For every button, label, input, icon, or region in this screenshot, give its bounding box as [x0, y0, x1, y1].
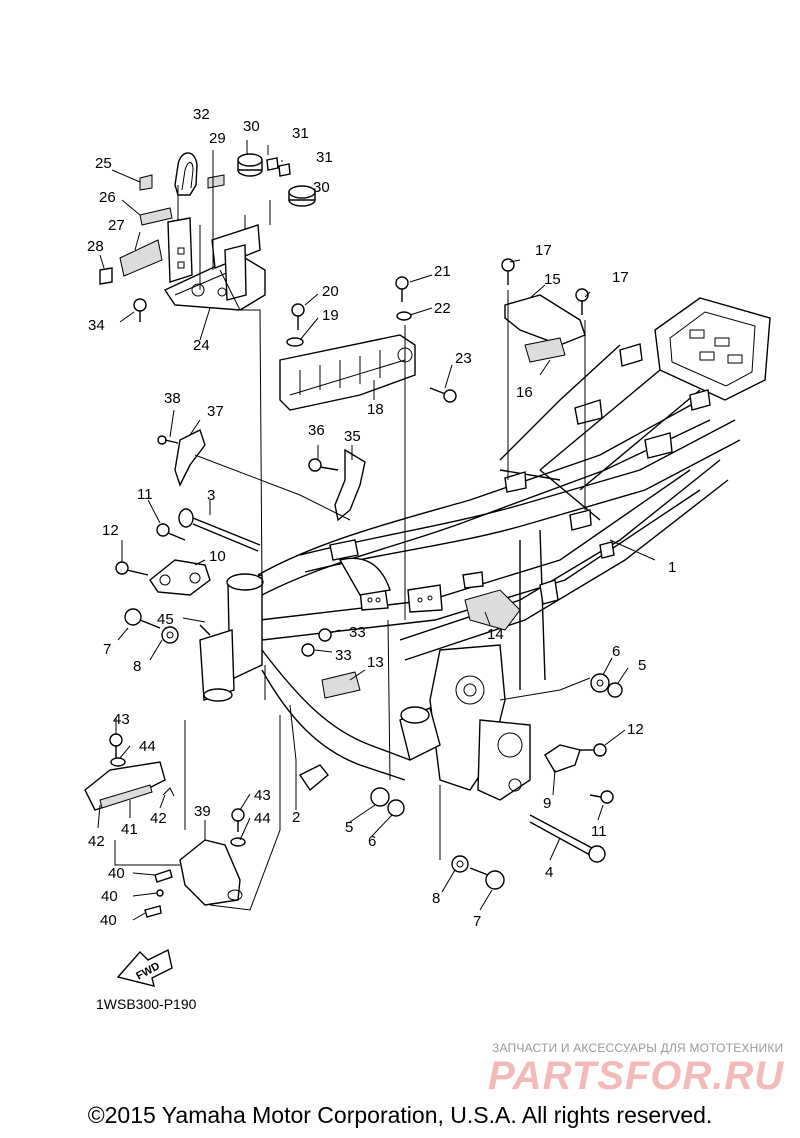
- callout-31a: 31: [292, 125, 309, 142]
- callout-22: 22: [434, 300, 451, 317]
- callout-5a: 5: [345, 819, 353, 836]
- callout-28: 28: [87, 238, 104, 255]
- callout-39: 39: [194, 803, 211, 820]
- callout-30b: 30: [313, 179, 330, 196]
- callout-3: 3: [207, 487, 215, 504]
- callout-21: 21: [434, 263, 451, 280]
- callout-37: 37: [207, 403, 224, 420]
- callout-labels: 1 2 3 4 5 5 6 6 7 7 8 8 9 10 11 11 12 12…: [87, 106, 676, 930]
- frame-exploded-diagram: FWD 1 2 3 4 5 5 6 6 7 7 8 8 9 10 11 11 1…: [84, 106, 771, 987]
- callout-8a: 8: [133, 658, 141, 675]
- callout-30a: 30: [243, 118, 260, 135]
- callout-5b: 5: [638, 657, 646, 674]
- seat-lock-assembly: [99, 152, 316, 322]
- callout-17a: 17: [535, 242, 552, 259]
- callout-40c: 40: [100, 912, 117, 929]
- bracket-15-16: [501, 258, 589, 363]
- callout-19: 19: [322, 307, 339, 324]
- callout-32: 32: [193, 106, 210, 123]
- callout-38: 38: [164, 390, 181, 407]
- callout-11a: 11: [137, 486, 153, 503]
- callout-17b: 17: [612, 269, 629, 286]
- callout-44a: 44: [139, 738, 156, 755]
- callout-42a: 42: [88, 833, 105, 850]
- callout-11b: 11: [591, 823, 607, 840]
- callout-15: 15: [544, 271, 561, 288]
- callout-6b: 6: [612, 643, 620, 660]
- callout-6a: 6: [368, 833, 376, 850]
- callout-23: 23: [455, 350, 472, 367]
- callout-12a: 12: [102, 522, 119, 539]
- callout-16: 16: [516, 384, 533, 401]
- callout-34: 34: [88, 317, 105, 334]
- callout-18: 18: [367, 401, 384, 418]
- callout-45: 45: [157, 611, 174, 628]
- callout-27: 27: [108, 217, 125, 234]
- copyright-notice: ©2015 Yamaha Motor Corporation, U.S.A. A…: [87, 1102, 713, 1128]
- callout-12b: 12: [627, 721, 644, 738]
- callout-2: 2: [292, 809, 300, 826]
- callout-20: 20: [322, 283, 339, 300]
- callout-42b: 42: [150, 810, 167, 827]
- watermark-tagline: ЗАПЧАСТИ И АКСЕССУАРЫ ДЛЯ МОТОТЕХНИКИ: [492, 1041, 784, 1055]
- battery-box-18: [279, 334, 416, 411]
- callout-33a: 33: [349, 624, 366, 641]
- callout-7a: 7: [103, 641, 111, 658]
- main-frame: [199, 297, 771, 801]
- callout-44b: 44: [254, 810, 271, 827]
- callout-35: 35: [344, 428, 361, 445]
- callout-43b: 43: [254, 787, 271, 804]
- callout-36: 36: [308, 422, 325, 439]
- callout-13: 13: [367, 654, 384, 671]
- callout-33b: 33: [335, 647, 352, 664]
- callout-25: 25: [95, 155, 112, 172]
- callout-40a: 40: [108, 865, 125, 882]
- callout-43a: 43: [113, 711, 130, 728]
- callout-24: 24: [193, 337, 210, 354]
- engine-mounts-3-12: [115, 508, 261, 644]
- watermark-logo: PARTSFOR.RU: [488, 1054, 785, 1098]
- callout-31b: 31: [316, 149, 333, 166]
- right-side-parts: [298, 589, 623, 890]
- callout-26: 26: [99, 189, 116, 206]
- bolts-19-23: [286, 276, 457, 403]
- brackets-35-38: [157, 429, 366, 522]
- callout-14: 14: [487, 626, 504, 643]
- fwd-arrow-icon: FWD: [116, 948, 173, 987]
- callout-7b: 7: [473, 913, 481, 930]
- leader-lines: [97, 140, 656, 921]
- callout-41: 41: [121, 821, 138, 838]
- callout-8b: 8: [432, 890, 440, 907]
- callout-29: 29: [209, 130, 226, 147]
- callout-1: 1: [668, 559, 676, 576]
- callout-10: 10: [209, 548, 226, 565]
- callout-40b: 40: [101, 888, 118, 905]
- diagram-code: 1WSB300-P190: [96, 996, 197, 1012]
- callout-4: 4: [545, 864, 553, 881]
- callout-9: 9: [543, 795, 551, 812]
- footrest-brackets-39-44: [84, 733, 246, 918]
